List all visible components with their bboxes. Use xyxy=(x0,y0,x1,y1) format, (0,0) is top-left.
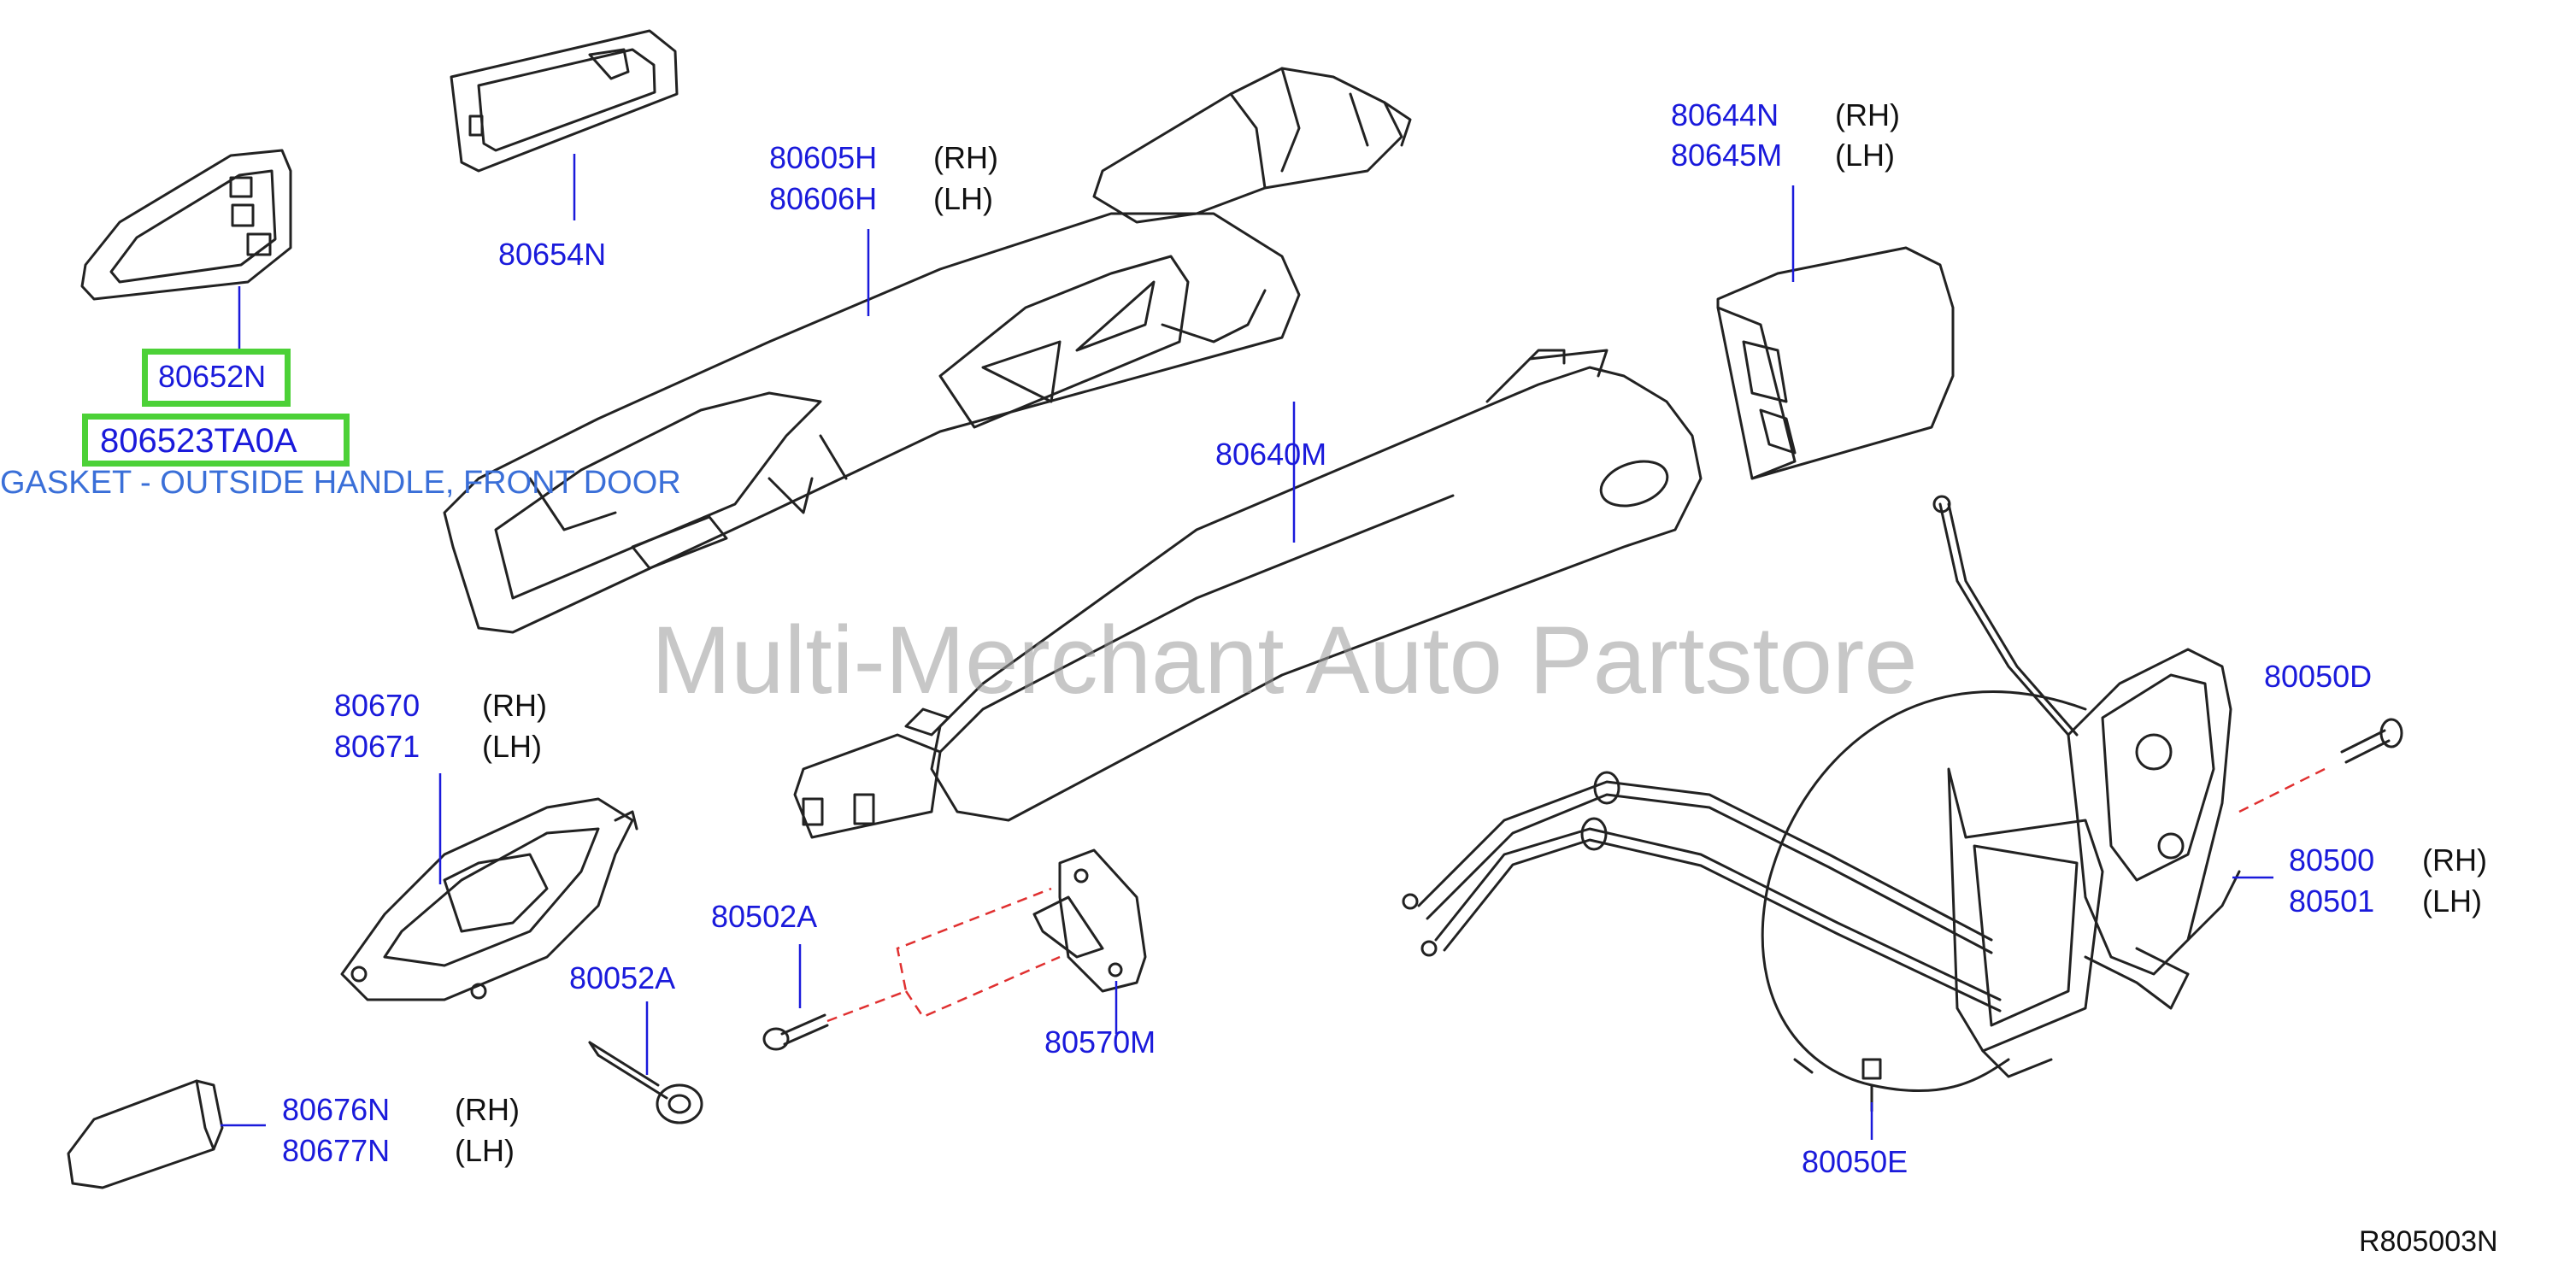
part-80676n-cap-drawing xyxy=(67,1079,224,1189)
part-label-80645m[interactable]: 80645M xyxy=(1671,138,1783,173)
part-label-80606h[interactable]: 80606H xyxy=(769,181,878,216)
part-80502a-screw-drawing xyxy=(762,1013,829,1051)
part-80670-inside-handle-drawing xyxy=(340,797,638,1001)
side-label-lh: (LH) xyxy=(2422,883,2482,919)
side-label-lh: (LH) xyxy=(933,181,993,216)
cables-drawing xyxy=(1402,495,2087,1112)
part-80052a-bolt-drawing xyxy=(588,1041,703,1124)
part-label-80677n[interactable]: 80677N xyxy=(282,1133,391,1168)
highlight-box-part-label[interactable] xyxy=(142,349,291,407)
side-label-rh: (RH) xyxy=(482,688,547,723)
part-label-80670[interactable]: 80670 xyxy=(334,688,421,723)
part-80654n-drawing xyxy=(450,29,679,173)
part-label-80671[interactable]: 80671 xyxy=(334,729,421,764)
part-label-80654n[interactable]: 80654N xyxy=(498,237,607,272)
dashed-guides xyxy=(826,767,2326,1023)
leader-lines xyxy=(221,154,2273,1140)
part-80050d-screw-drawing xyxy=(2340,718,2403,764)
watermark: Multi-Merchant Auto Partstore xyxy=(651,607,1918,713)
part-80640m-handle-drawing xyxy=(793,349,1703,839)
part-label-80050e[interactable]: 80050E xyxy=(1802,1144,1908,1179)
side-label-rh: (RH) xyxy=(455,1092,520,1127)
part-80644n-cover-drawing xyxy=(1716,246,1955,480)
part-description: GASKET - OUTSIDE HANDLE, FRONT DOOR xyxy=(0,465,681,501)
part-label-80640m[interactable]: 80640M xyxy=(1215,437,1327,472)
highlighted-part-label-80652n[interactable]: 80652N xyxy=(158,359,267,394)
part-label-80050d[interactable]: 80050D xyxy=(2264,659,2373,694)
side-label-lh: (LH) xyxy=(482,729,542,764)
part-label-80502a[interactable]: 80502A xyxy=(711,899,818,934)
side-label-rh: (RH) xyxy=(2422,842,2487,878)
side-label-rh: (RH) xyxy=(933,140,998,175)
part-label-80676n[interactable]: 80676N xyxy=(282,1092,391,1127)
side-label-lh: (LH) xyxy=(1835,138,1895,173)
part-80570m-striker-drawing xyxy=(1032,848,1147,993)
part-80500-lock-drawing xyxy=(1947,648,2241,1078)
part-label-80500[interactable]: 80500 xyxy=(2289,842,2375,878)
part-label-80605h[interactable]: 80605H xyxy=(769,140,878,175)
part-label-80501[interactable]: 80501 xyxy=(2289,883,2375,919)
part-80652n-drawing xyxy=(80,149,292,301)
part-label-80644n[interactable]: 80644N xyxy=(1671,97,1779,132)
part-label-80052a[interactable]: 80052A xyxy=(569,960,676,995)
highlight-box-full-part-number[interactable] xyxy=(82,414,350,467)
side-label-rh: (RH) xyxy=(1835,97,1900,132)
diagram-code: R805003N xyxy=(2359,1225,2498,1258)
side-label-lh: (LH) xyxy=(455,1133,515,1168)
full-part-number[interactable]: 806523TA0A xyxy=(100,422,297,460)
part-label-80570m[interactable]: 80570M xyxy=(1044,1024,1156,1060)
part-80605h-frame-drawing xyxy=(443,67,1412,634)
